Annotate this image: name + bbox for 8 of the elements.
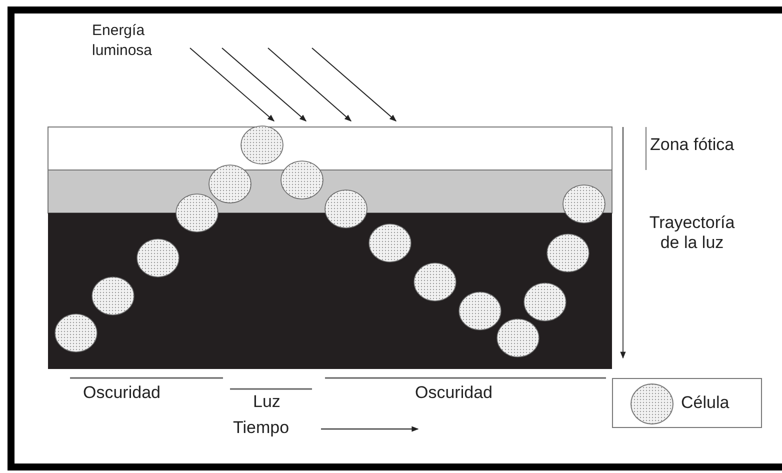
text-label: Oscuridad: [83, 383, 160, 403]
text-label: Trayectoría de la luz: [648, 213, 736, 253]
legend-label: Célula: [681, 393, 730, 413]
text-label: Zona fótica: [650, 135, 734, 155]
text-label: Oscuridad: [415, 383, 492, 403]
text-label: Luz: [253, 392, 280, 412]
text-label: Energía luminosa: [92, 21, 154, 61]
axis-label: Tiempo: [233, 418, 290, 438]
